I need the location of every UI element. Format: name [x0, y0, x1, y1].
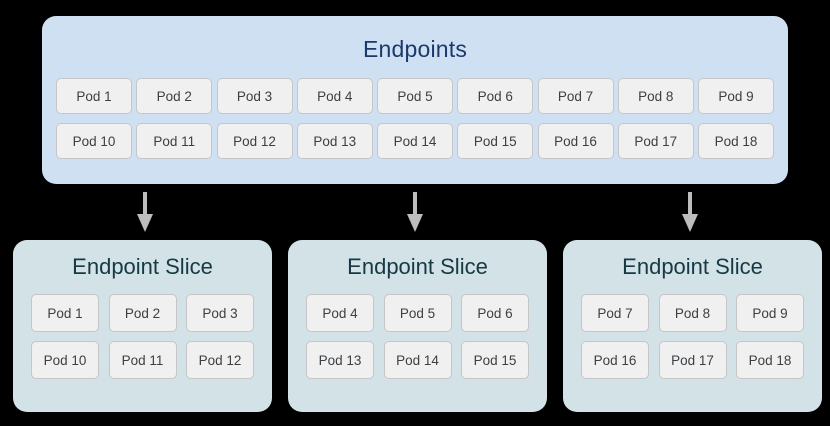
pod-chip: Pod 11	[136, 123, 213, 159]
pod-chip: Pod 17	[658, 341, 727, 379]
pod-chip: Pod 7	[581, 294, 649, 332]
pod-chip: Pod 16	[537, 123, 614, 159]
endpoint-slice-pod-row: Pod 7 Pod 8 Pod 9	[581, 294, 804, 332]
pod-chip: Pod 1	[31, 294, 99, 332]
endpoints-pod-grid: Pod 1 Pod 2 Pod 3 Pod 4 Pod 5 Pod 6 Pod …	[56, 78, 774, 168]
arrow-down-icon	[403, 192, 427, 232]
endpoints-pod-row: Pod 10 Pod 11 Pod 12 Pod 13 Pod 14 Pod 1…	[56, 123, 774, 159]
endpoint-slice-title: Endpoint Slice	[622, 254, 763, 279]
pod-chip: Pod 5	[377, 78, 453, 114]
pod-chip: Pod 3	[186, 294, 254, 332]
pod-chip: Pod 8	[617, 78, 694, 114]
endpoint-slice-pod-grid: Pod 7 Pod 8 Pod 9 Pod 16 Pod 17 Pod 18	[581, 294, 804, 388]
endpoint-slice-pod-row: Pod 13 Pod 14 Pod 15	[306, 341, 529, 379]
pod-chip: Pod 13	[296, 123, 373, 159]
endpoint-slice-title: Endpoint Slice	[347, 254, 488, 279]
pod-chip: Pod 18	[698, 123, 774, 159]
pod-chip: Pod 4	[296, 78, 373, 114]
pod-chip: Pod 6	[461, 294, 529, 332]
pod-chip: Pod 7	[537, 78, 614, 114]
endpoint-slice-pod-row: Pod 16 Pod 17 Pod 18	[581, 341, 804, 379]
pod-chip: Pod 3	[216, 78, 293, 114]
endpoints-pod-row: Pod 1 Pod 2 Pod 3 Pod 4 Pod 5 Pod 6 Pod …	[56, 78, 774, 114]
arrow-down-icon	[133, 192, 157, 232]
pod-chip: Pod 5	[383, 294, 452, 332]
endpoints-title: Endpoints	[362, 36, 468, 62]
pod-chip: Pod 12	[186, 341, 254, 379]
pod-chip: Pod 15	[457, 123, 534, 159]
endpoint-slice-container: Endpoint Slice Pod 1 Pod 2 Pod 3 Pod 10 …	[13, 240, 272, 412]
pod-chip: Pod 11	[108, 341, 177, 379]
endpoints-container: Endpoints Pod 1 Pod 2 Pod 3 Pod 4 Pod 5 …	[42, 16, 788, 184]
pod-chip: Pod 14	[383, 341, 452, 379]
pod-chip: Pod 2	[108, 294, 177, 332]
pod-chip: Pod 2	[136, 78, 213, 114]
pod-chip: Pod 8	[658, 294, 727, 332]
endpoint-slice-pod-row: Pod 4 Pod 5 Pod 6	[306, 294, 529, 332]
endpoint-slice-container: Endpoint Slice Pod 7 Pod 8 Pod 9 Pod 16 …	[563, 240, 822, 412]
pod-chip: Pod 18	[736, 341, 804, 379]
pod-chip: Pod 12	[216, 123, 293, 159]
pod-chip: Pod 1	[56, 78, 132, 114]
endpoint-slice-pod-row: Pod 10 Pod 11 Pod 12	[31, 341, 254, 379]
endpoint-slice-container: Endpoint Slice Pod 4 Pod 5 Pod 6 Pod 13 …	[288, 240, 547, 412]
pod-chip: Pod 17	[617, 123, 694, 159]
pod-chip: Pod 4	[306, 294, 374, 332]
endpoint-slice-title: Endpoint Slice	[72, 254, 213, 279]
pod-chip: Pod 14	[377, 123, 453, 159]
pod-chip: Pod 13	[306, 341, 374, 379]
pod-chip: Pod 6	[457, 78, 534, 114]
pod-chip: Pod 9	[698, 78, 774, 114]
pod-chip: Pod 15	[461, 341, 529, 379]
endpoint-slice-pod-grid: Pod 4 Pod 5 Pod 6 Pod 13 Pod 14 Pod 15	[306, 294, 529, 388]
endpoint-slice-pod-grid: Pod 1 Pod 2 Pod 3 Pod 10 Pod 11 Pod 12	[31, 294, 254, 388]
pod-chip: Pod 10	[56, 123, 132, 159]
pod-chip: Pod 16	[581, 341, 649, 379]
arrow-down-icon	[678, 192, 702, 232]
endpoint-slice-pod-row: Pod 1 Pod 2 Pod 3	[31, 294, 254, 332]
pod-chip: Pod 10	[31, 341, 99, 379]
pod-chip: Pod 9	[736, 294, 804, 332]
